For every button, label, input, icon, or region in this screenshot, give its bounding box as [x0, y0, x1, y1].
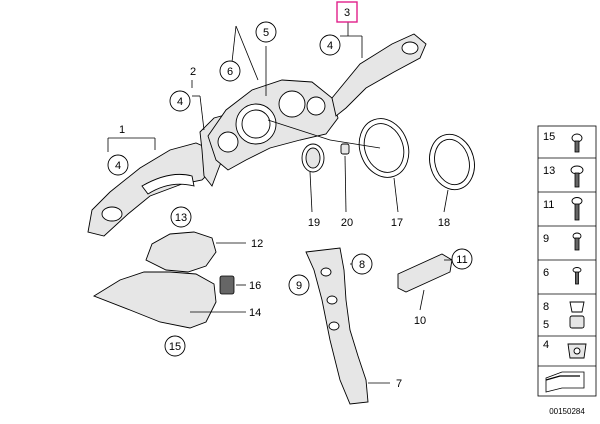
svg-text:5: 5 — [263, 27, 269, 39]
svg-text:9: 9 — [296, 280, 302, 292]
svg-text:20: 20 — [341, 217, 353, 229]
callout-2: 2 — [190, 66, 196, 78]
svg-text:4: 4 — [543, 339, 549, 351]
part-19-ring — [301, 143, 325, 173]
part-18-ring — [429, 133, 475, 191]
svg-text:6: 6 — [543, 267, 549, 279]
part-10-handle — [397, 253, 453, 293]
callout-5: 5 — [255, 21, 277, 43]
callout-20: 20 — [341, 217, 353, 229]
svg-text:4: 4 — [115, 160, 121, 172]
callout-13: 13 — [170, 206, 192, 228]
part-14-column-cover — [92, 271, 217, 329]
svg-text:10: 10 — [414, 315, 426, 327]
svg-text:12: 12 — [251, 238, 263, 250]
svg-text:5: 5 — [543, 319, 549, 331]
screw-icon — [572, 267, 582, 285]
callout-4-right: 4 — [319, 34, 341, 56]
svg-text:6: 6 — [227, 66, 233, 78]
fastener-legend: 15 13 11 9 — [537, 125, 597, 397]
legend-item-4: 4 — [543, 339, 587, 359]
svg-text:3: 3 — [344, 7, 350, 19]
callout-4-left: 4 — [107, 154, 129, 176]
legend-item-8: 8 — [543, 301, 585, 313]
legend-item-15: 15 — [543, 131, 583, 153]
document-number: 00150284 — [549, 407, 585, 416]
svg-text:13: 13 — [543, 165, 555, 177]
svg-text:8: 8 — [359, 259, 365, 271]
callout-4-mid: 4 — [169, 90, 191, 112]
svg-text:18: 18 — [438, 217, 450, 229]
part-17-ring — [358, 118, 410, 178]
legend-item-5: 5 — [543, 315, 585, 331]
callout-7: 7 — [396, 378, 402, 390]
callout-1: 1 — [119, 124, 125, 136]
screw-icon — [572, 232, 582, 251]
svg-text:9: 9 — [543, 233, 549, 245]
clip-icon — [567, 343, 587, 359]
legend-item-13: 13 — [543, 165, 584, 188]
part-3-trim — [331, 33, 427, 117]
callout-11: 11 — [451, 248, 473, 270]
svg-text:13: 13 — [175, 212, 187, 224]
screw-icon — [571, 133, 583, 153]
svg-text:4: 4 — [177, 96, 183, 108]
clip-icon — [569, 301, 585, 313]
callout-10: 10 — [414, 315, 426, 327]
svg-text:1: 1 — [119, 124, 125, 136]
svg-text:2: 2 — [190, 66, 196, 78]
callout-12: 12 — [251, 238, 263, 250]
part-7-pillar-trim — [305, 247, 369, 405]
leader-lines — [107, 22, 452, 384]
svg-text:15: 15 — [543, 131, 555, 143]
callout-18: 18 — [438, 217, 450, 229]
legend-item-11: 11 — [543, 197, 583, 221]
callout-19: 19 — [308, 217, 320, 229]
svg-text:14: 14 — [249, 307, 261, 319]
part-20-button — [340, 143, 350, 155]
clip-icon — [569, 315, 585, 329]
arrow-icon — [545, 371, 585, 393]
part-1-trim — [87, 142, 215, 237]
svg-text:17: 17 — [391, 217, 403, 229]
callout-16: 16 — [249, 280, 261, 292]
svg-text:11: 11 — [456, 254, 467, 266]
legend-item-9: 9 — [543, 232, 582, 251]
callout-14: 14 — [249, 307, 261, 319]
screw-icon — [570, 165, 584, 188]
svg-text:4: 4 — [327, 40, 333, 52]
svg-text:8: 8 — [543, 301, 549, 313]
part-12-column-cover — [145, 231, 217, 273]
callout-6: 6 — [219, 60, 241, 82]
svg-text:11: 11 — [543, 199, 554, 211]
screw-icon — [571, 197, 583, 221]
legend-item-6: 6 — [543, 267, 582, 285]
callout-17: 17 — [391, 217, 403, 229]
svg-text:15: 15 — [169, 341, 181, 353]
callout-15-main: 15 — [164, 335, 186, 357]
part-16-connector — [219, 275, 235, 295]
callout-9: 9 — [288, 274, 310, 296]
svg-text:16: 16 — [249, 280, 261, 292]
svg-text:7: 7 — [396, 378, 402, 390]
callout-3: 3 — [336, 1, 358, 23]
svg-text:19: 19 — [308, 217, 320, 229]
part-5-cluster-panel — [207, 79, 339, 171]
callout-8: 8 — [351, 253, 373, 275]
